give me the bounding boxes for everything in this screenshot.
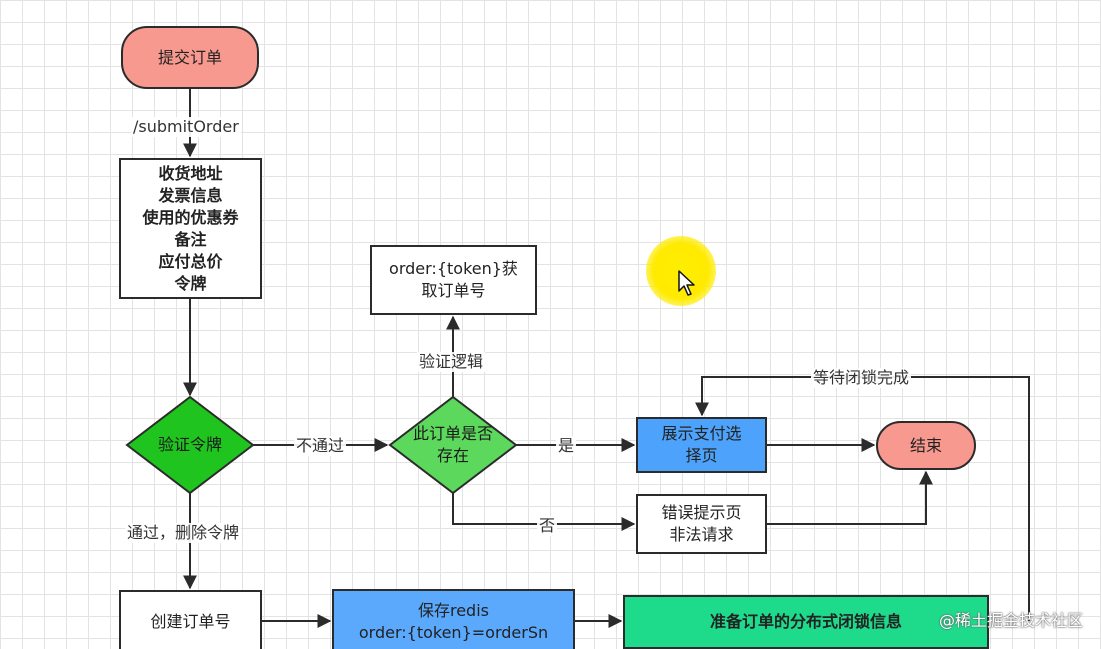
create-order-number-node: 创建订单号 — [119, 590, 262, 649]
order-info-line: 收货地址 — [158, 163, 223, 183]
mouse-cursor-icon — [678, 270, 695, 296]
save-redis-node: 保存redis order:{token}=orderSn — [332, 589, 575, 649]
end-node: 结束 — [876, 421, 976, 470]
order-info-line: 使用的优惠券 — [142, 207, 239, 227]
error-page-node: 错误提示页 非法请求 — [636, 494, 767, 554]
edge-label-submit-path: /submitOrder — [131, 117, 241, 137]
edge-label-verify-logic: 验证逻辑 — [417, 352, 486, 372]
create-order-number-text: 创建订单号 — [150, 612, 231, 631]
get-order-number-line: 取订单号 — [421, 281, 486, 300]
prepare-lock-text: 准备订单的分布式闭锁信息 — [709, 612, 902, 631]
error-page-line: 非法请求 — [669, 525, 734, 544]
order-exists-line: 此订单是否 — [412, 424, 493, 443]
save-redis-line: 保存redis — [417, 601, 489, 620]
edge-label-pass-delete-token: 通过，删除令牌 — [125, 523, 242, 543]
submit-order-text: 提交订单 — [157, 47, 222, 67]
watermark: @稀土掘金技术社区 — [938, 611, 1083, 630]
edge-label-no: 否 — [537, 516, 558, 536]
show-payment-node: 展示支付选 择页 — [636, 417, 767, 473]
show-payment-line: 展示支付选 — [661, 424, 742, 443]
error-page-line: 错误提示页 — [661, 503, 742, 522]
order-info-line: 应付总价 — [158, 251, 223, 271]
order-info-line: 备注 — [174, 229, 207, 249]
save-redis-line: order:{token}=orderSn — [358, 623, 549, 642]
order-info-line: 令牌 — [174, 273, 207, 293]
prepare-lock-node: 准备订单的分布式闭锁信息 — [623, 595, 989, 649]
order-info-line: 发票信息 — [158, 185, 223, 205]
order-info-node: 收货地址 发票信息 使用的优惠券 备注 应付总价 令牌 — [119, 158, 262, 299]
edge-exists-to-error — [452, 493, 636, 531]
edge-error-to-end — [767, 470, 933, 525]
edge-label-wait-lock: 等待闭锁完成 — [811, 368, 912, 388]
show-payment-line: 择页 — [685, 446, 718, 465]
get-order-number-node: order:{token}获 取订单号 — [370, 245, 537, 315]
submit-order-node: 提交订单 — [121, 26, 259, 89]
order-exists-line: 存在 — [436, 446, 469, 465]
get-order-number-line: order:{token}获 — [389, 259, 518, 278]
cursor-highlight — [646, 236, 716, 306]
edge-label-yes: 是 — [556, 436, 577, 456]
order-exists-text: 此订单是否 存在 — [390, 423, 516, 467]
verify-token-text: 验证令牌 — [157, 435, 222, 454]
end-text: 结束 — [909, 435, 942, 455]
edge-label-not-pass: 不通过 — [294, 436, 347, 456]
